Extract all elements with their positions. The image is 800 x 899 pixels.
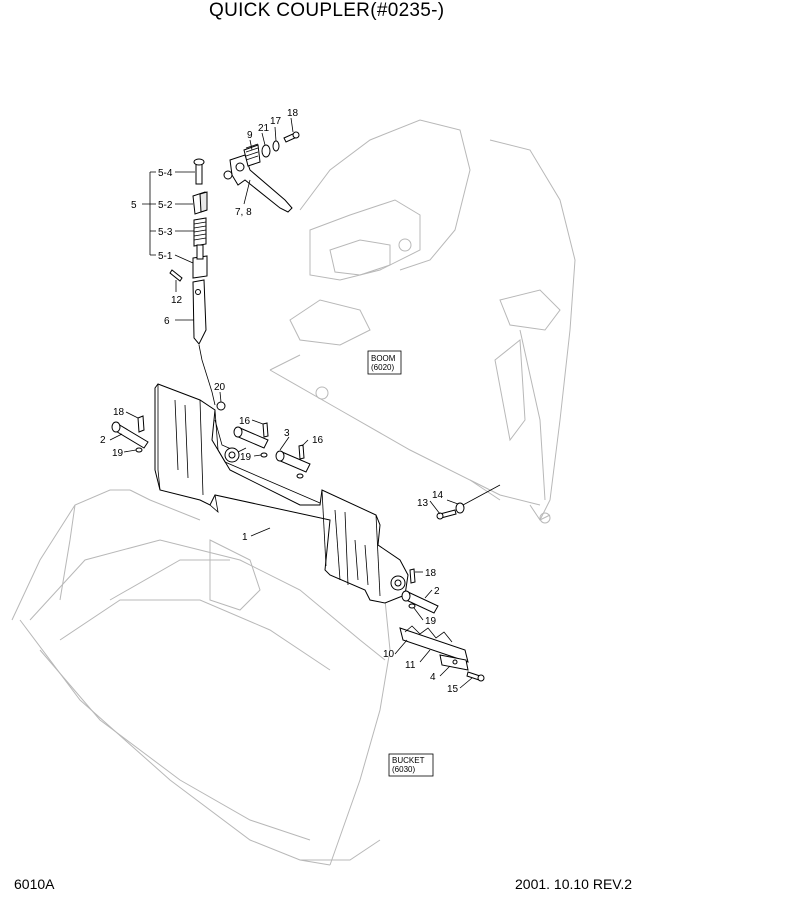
lever-arm — [223, 131, 300, 213]
callout-13: 13 — [417, 498, 429, 509]
callout-20: 20 — [214, 382, 226, 393]
callout-21: 21 — [258, 123, 270, 134]
boom-reference-box: BOOM (6020) — [367, 350, 402, 375]
callout-14: 14 — [432, 490, 444, 501]
callout-18: 18 — [287, 108, 299, 119]
callout-5-1: 5-1 — [158, 251, 173, 262]
pins-and-hardware — [111, 401, 485, 682]
callout-6: 6 — [164, 316, 170, 327]
callout-5: 5 — [131, 200, 137, 211]
callout-18-left: 18 — [113, 407, 125, 418]
callout-19-left: 19 — [112, 448, 124, 459]
bucket-ref-name: BUCKET — [392, 756, 425, 765]
callout-12: 12 — [171, 295, 183, 306]
revision-date: 2001. 10.10 REV.2 — [515, 876, 633, 892]
callout-5-3: 5-3 — [158, 227, 173, 238]
page-title: QUICK COUPLER(#0235-) — [209, 0, 445, 21]
coupler-frame — [154, 383, 409, 604]
bucket-ref-code: (6030) — [392, 765, 415, 774]
boom-ghost-outline — [269, 119, 576, 524]
callout-2-left: 2 — [100, 435, 106, 446]
callout-2-right: 2 — [434, 586, 440, 597]
callout-10: 10 — [383, 649, 395, 660]
callout-19-middle: 19 — [240, 452, 252, 463]
callout-3: 3 — [284, 428, 290, 439]
callout-1: 1 — [242, 532, 248, 543]
callout-labels: 18 9 21 17 7, 8 5 5-4 5-2 5-3 5-1 12 6 2… — [100, 108, 459, 695]
boom-ref-name: BOOM — [371, 354, 396, 363]
callout-9: 9 — [247, 130, 253, 141]
callout-5-2: 5-2 — [158, 200, 173, 211]
callout-16-upper: 16 — [239, 416, 251, 427]
plunger-assembly — [169, 158, 208, 345]
bucket-reference-box: BUCKET (6030) — [388, 753, 434, 777]
boom-ref-code: (6020) — [371, 363, 394, 372]
leader-lines — [109, 117, 501, 689]
callout-11: 11 — [405, 660, 416, 671]
callout-5-4: 5-4 — [158, 168, 173, 179]
callout-17: 17 — [270, 116, 282, 127]
callout-7-8: 7, 8 — [235, 207, 252, 218]
callout-15: 15 — [447, 684, 459, 695]
callout-16-right: 16 — [312, 435, 324, 446]
callout-19-right: 19 — [425, 616, 437, 627]
callout-4: 4 — [430, 672, 436, 683]
page-code: 6010A — [14, 876, 55, 892]
callout-18-right: 18 — [425, 568, 437, 579]
bucket-ghost-outline — [11, 489, 391, 866]
